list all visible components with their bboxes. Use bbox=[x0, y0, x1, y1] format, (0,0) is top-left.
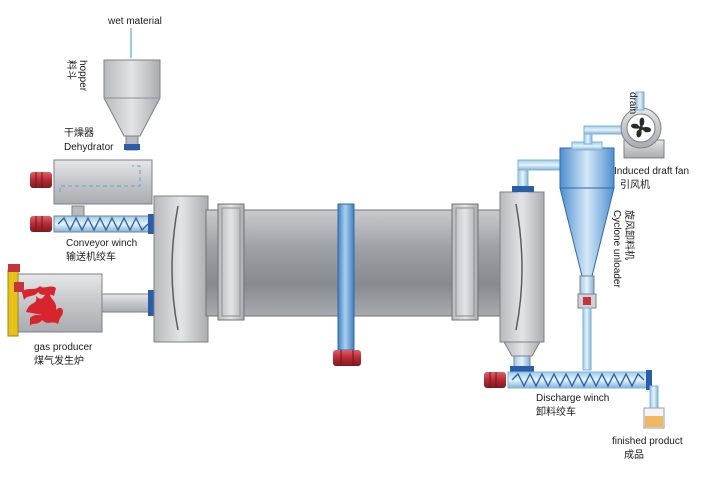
label-discharge-cn: 卸料绞车 bbox=[536, 405, 576, 418]
label-fan-cn: 引风机 bbox=[620, 178, 650, 191]
label-gas-en: gas producer bbox=[34, 342, 93, 353]
label-dehydrator-en: Dehydrator bbox=[64, 142, 114, 153]
flame-icon bbox=[22, 286, 63, 326]
label-fan-en: Induced draft fan bbox=[614, 166, 689, 177]
svg-text:drain: drain bbox=[627, 92, 638, 114]
label-drain: drain bbox=[627, 92, 638, 114]
conveyor-motor-icon bbox=[30, 216, 52, 232]
hopper bbox=[103, 28, 161, 151]
conveyor-winch bbox=[30, 205, 154, 234]
gas-producer bbox=[7, 264, 154, 337]
drum-motor-icon bbox=[333, 350, 361, 366]
finished-product-bin bbox=[643, 407, 665, 429]
label-dehydrator-cn: 干燥器 bbox=[64, 127, 94, 139]
label-cyclone: 旋风卸料机 Cyclone unloader bbox=[611, 210, 636, 288]
label-finished-cn: 成品 bbox=[624, 449, 644, 461]
cyclone-unloader bbox=[559, 125, 629, 371]
label-hopper: hopper 料斗 bbox=[65, 60, 88, 92]
label-gas-cn: 煤气发生炉 bbox=[34, 354, 84, 367]
rotary-drum bbox=[205, 203, 505, 366]
svg-text:料斗: 料斗 bbox=[65, 60, 78, 80]
label-conveyor-cn: 输送机绞车 bbox=[66, 250, 116, 263]
label-wet-material: wet material bbox=[107, 16, 162, 27]
label-discharge-en: Discharge winch bbox=[536, 393, 609, 404]
label-finished-en: finished product bbox=[612, 436, 683, 447]
induced-draft-fan bbox=[620, 91, 665, 159]
fan-icon bbox=[631, 117, 651, 138]
discharge-head bbox=[499, 159, 565, 372]
dehydrator bbox=[30, 159, 153, 205]
svg-text:hopper: hopper bbox=[77, 60, 88, 92]
svg-text:旋风卸料机: 旋风卸料机 bbox=[623, 210, 636, 260]
feed-head bbox=[153, 195, 209, 343]
dehydrator-motor-icon bbox=[30, 172, 52, 188]
label-conveyor-en: Conveyor winch bbox=[66, 238, 137, 249]
svg-text:Cyclone unloader: Cyclone unloader bbox=[611, 210, 622, 288]
discharge-motor-icon bbox=[484, 372, 506, 388]
